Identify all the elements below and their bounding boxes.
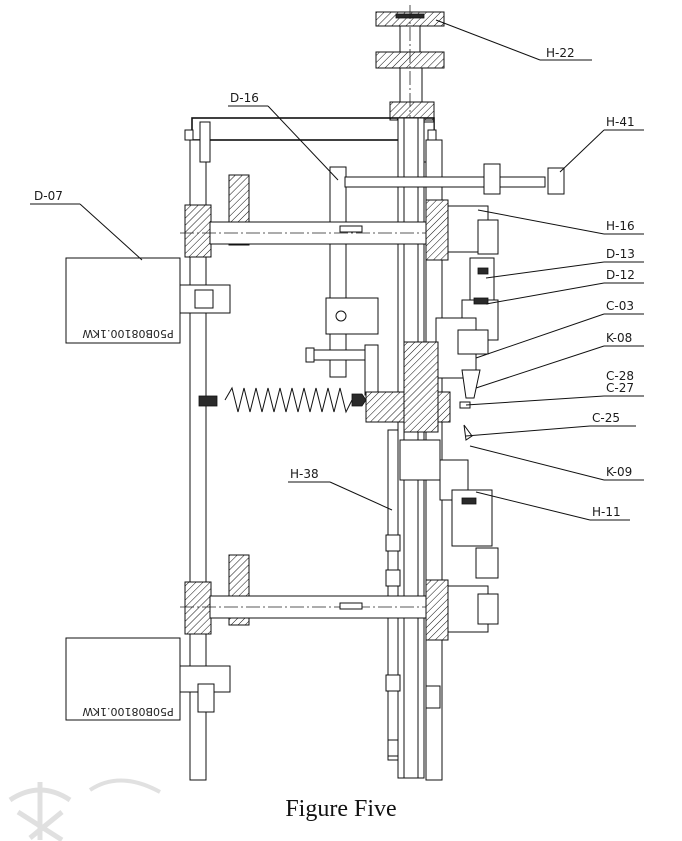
motor-bottom: P50B08100.1KW	[65, 637, 231, 721]
top-drive-shaft	[180, 174, 499, 261]
motor-top: P50B08100.1KW	[65, 257, 231, 344]
compression-spring	[198, 386, 367, 414]
center-slide-block	[365, 341, 473, 481]
watermark-mark	[8, 778, 161, 841]
part-labels: H-22 D-16 H-41 D-07 H-16 D-13 D-12 C-03 …	[34, 46, 635, 519]
label-d13: D-13	[606, 247, 635, 261]
part-d16-plate	[305, 166, 379, 396]
bottom-drive-shaft	[180, 554, 499, 641]
part-h38-rod	[385, 429, 401, 761]
figure-caption: Figure Five	[285, 796, 397, 822]
label-h41: H-41	[606, 115, 635, 129]
label-d12: D-12	[606, 268, 635, 282]
right-upper-mechanism	[435, 257, 499, 399]
label-h22: H-22	[546, 46, 575, 60]
motor-bottom-label: P50B08100.1KW	[82, 705, 173, 718]
label-c27: C-27	[606, 381, 634, 395]
label-h11: H-11	[592, 505, 621, 519]
label-d16: D-16	[230, 91, 259, 105]
label-k09: K-09	[606, 465, 632, 479]
label-c28: C-28	[606, 369, 634, 383]
motor-top-label: P50B08100.1KW	[82, 327, 173, 340]
label-c25: C-25	[592, 411, 620, 425]
leader-lines	[30, 19, 644, 521]
part-h41-rod	[344, 163, 565, 195]
label-h16: H-16	[606, 219, 635, 233]
top-handwheel	[375, 5, 445, 770]
right-lower-mechanism	[439, 459, 499, 579]
label-k08: K-08	[606, 331, 632, 345]
label-c03: C-03	[606, 299, 634, 313]
label-h38: H-38	[290, 467, 319, 481]
label-d07: D-07	[34, 189, 63, 203]
